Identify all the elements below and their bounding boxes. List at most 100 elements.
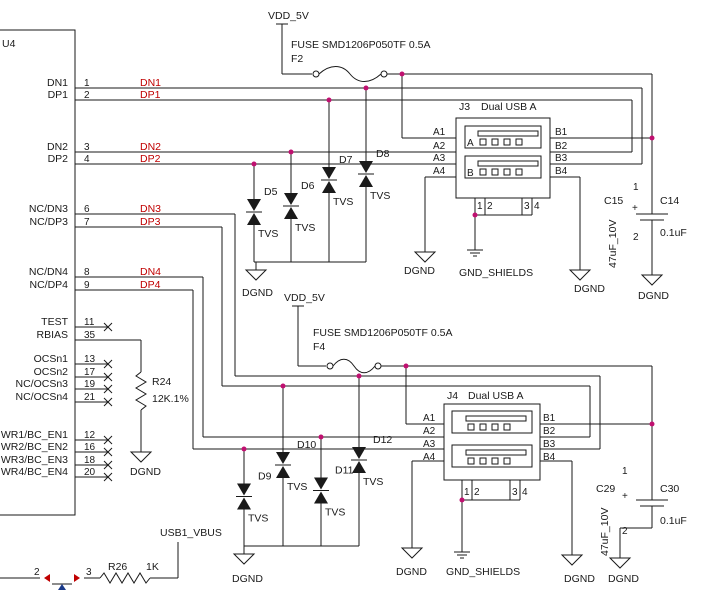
svg-text:B3: B3 — [543, 439, 556, 450]
u4-net-label: DN1 — [140, 77, 161, 89]
rbias-val: 12K.1% — [152, 393, 189, 405]
tvs-ref: D9 — [258, 471, 272, 483]
u4-pin-number: 16 — [84, 442, 96, 453]
u4-net-label: DN4 — [140, 266, 161, 278]
u4-pin-18: WR3/BC_EN3 18 — [1, 454, 113, 470]
top-port-contacts — [477, 130, 539, 176]
svg-text:4: 4 — [522, 487, 528, 498]
u4-pin-name: NC/DP4 — [29, 279, 68, 291]
rbias-ref: R24 — [152, 376, 171, 388]
svg-text:A4: A4 — [423, 452, 436, 463]
svg-text:B1: B1 — [543, 413, 556, 424]
svg-text:A1: A1 — [423, 413, 436, 424]
u4-pin-number: 3 — [84, 142, 90, 153]
vbus-r-ref: R26 — [108, 561, 127, 573]
svg-text:DGND: DGND — [396, 566, 427, 578]
vbus-r-val: 1K — [146, 561, 159, 573]
tvs-ref: D7 — [339, 154, 353, 166]
u4-net-label: DP4 — [140, 279, 161, 291]
tvs-ref: D5 — [264, 186, 278, 198]
u4-pin-name: DN2 — [47, 141, 68, 153]
top-port-a — [464, 125, 542, 149]
u4-pin-13: OCSn1 13 — [34, 353, 113, 369]
bottom-fuse-ref: F4 — [313, 341, 325, 353]
u4-pin-number: 2 — [84, 90, 90, 101]
svg-text:2: 2 — [622, 526, 628, 537]
top-pin-a1: A1 — [433, 127, 446, 138]
u4-pin-number: 11 — [84, 317, 95, 328]
svg-text:1: 1 — [622, 466, 628, 477]
top-cap1-ref: C15 — [604, 195, 623, 207]
top-pin-b4: B4 — [555, 166, 568, 177]
u4-pin-name: NC/OCSn4 — [15, 391, 68, 403]
junction — [649, 135, 655, 141]
svg-text:DGND: DGND — [608, 573, 639, 585]
svg-text:DGND: DGND — [638, 290, 669, 302]
top-pin-a3: A3 — [433, 153, 446, 164]
u4-net-label: DP1 — [140, 89, 161, 101]
bottom-gnd-shields: GND_SHIELDS — [446, 566, 520, 578]
bottom-section: VDD_5V FUSE SMD1206P050TF 0.5A F4 — [75, 213, 687, 585]
svg-text:A2: A2 — [423, 426, 436, 437]
top-pin-b2: B2 — [555, 141, 568, 152]
bottom-connector: J4 Dual USB A A1 A2 A3 A4 B1 B2 B3 B4 1 … — [423, 390, 556, 578]
top-conn-name: Dual USB A — [481, 101, 536, 113]
top-port-b — [464, 155, 542, 179]
top-pin-b3: B3 — [555, 153, 568, 164]
vbus-label: USB1_VBUS — [160, 527, 222, 539]
vbus-section: USB1_VBUS 2 3 R26 1K — [0, 527, 222, 590]
bottom-cap1-ref: C29 — [596, 483, 615, 495]
rbias-dgnd: DGND — [130, 466, 161, 478]
tvs-label: TVS — [295, 222, 315, 234]
u4-pin-number: 7 — [84, 217, 90, 228]
top-shield-3: 3 — [524, 201, 530, 212]
u4-pin-name: TEST — [41, 316, 68, 328]
top-dgnd-a4: DGND — [404, 251, 437, 277]
top-shield-1: 1 — [477, 201, 483, 212]
u4-pin-name: NC/OCSn3 — [15, 378, 68, 390]
bottom-cap1-val: 47uF_10V — [599, 508, 611, 556]
svg-text:DGND: DGND — [574, 283, 605, 295]
top-shield-4: 4 — [534, 201, 540, 212]
svg-text:DGND: DGND — [564, 573, 595, 585]
tvs-ref: D10 — [297, 439, 316, 451]
u4-pin-number: 18 — [84, 455, 96, 466]
tvs-ref: D6 — [301, 180, 315, 192]
u4-pin-number: 13 — [84, 354, 96, 365]
top-shield-2: 2 — [487, 201, 493, 212]
top-conn-body — [455, 117, 551, 199]
top-pin-a2: A2 — [433, 141, 446, 152]
u4-pin-name: WR2/BC_EN2 — [1, 441, 68, 453]
u4-pin-name: OCSn1 — [34, 353, 69, 365]
top-caps: 1 + 2 C15 47uF_10V C14 0.1uF DGND — [604, 182, 687, 302]
svg-text:3: 3 — [512, 487, 518, 498]
svg-text:+: + — [632, 203, 638, 214]
u4-pin-number: 4 — [84, 154, 90, 165]
top-conn-ref: J3 — [459, 101, 470, 113]
top-connector: J3 Dual USB A A B A1 A2 A3 A4 B1 B2 B3 B… — [433, 101, 568, 279]
bottom-fuse — [326, 358, 382, 374]
u4-pin-number: 21 — [84, 392, 96, 403]
u4-pin-name: NC/DP3 — [29, 216, 68, 228]
u4-pin-number: 9 — [84, 280, 90, 291]
u4-pin-name: WR3/BC_EN3 — [1, 454, 68, 466]
bottom-conn-ref: J4 — [447, 390, 458, 402]
u4-pin-21: NC/OCSn4 21 — [15, 391, 113, 407]
u4-pin-name: NC/DN3 — [29, 203, 68, 215]
svg-text:B4: B4 — [543, 452, 556, 463]
tvs-label: TVS — [333, 196, 353, 208]
bottom-dgnd-b4: DGND — [560, 554, 595, 585]
u4-net-label: DP2 — [140, 153, 161, 165]
u4-pin-number: 1 — [84, 78, 90, 89]
top-tvs-dgnd: DGND — [242, 287, 273, 299]
